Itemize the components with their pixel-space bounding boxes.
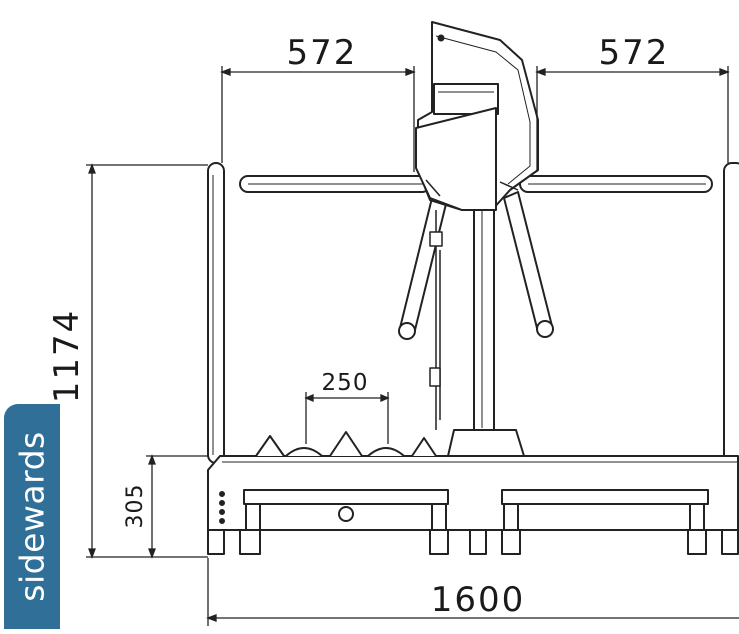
feet [207, 529, 739, 555]
dim-base-height [146, 454, 208, 559]
left-post [207, 162, 225, 464]
dim-label-overall-width: 1600 [431, 580, 526, 620]
dim-left-arm [220, 66, 416, 172]
center-column [473, 199, 495, 433]
indicator-dots [219, 491, 225, 524]
dim-overall-width [206, 558, 739, 626]
side-label-wrapper: sidewards [4, 404, 60, 629]
dim-label-right-arm: 572 [599, 33, 670, 73]
side-label-tab [4, 404, 60, 629]
side-label: sidewards [12, 431, 52, 602]
dim-label-base-height: 305 [123, 484, 148, 529]
right-rail-arm [519, 175, 713, 193]
turnstile-head [415, 21, 539, 211]
column-foot [447, 429, 525, 457]
dim-spike-spacing [304, 392, 390, 444]
left-rail-arm [239, 175, 431, 193]
spike-row [255, 431, 437, 457]
right-post [723, 162, 739, 464]
dim-overall-height [86, 163, 208, 559]
dim-label-left-arm: 572 [287, 33, 358, 73]
tripod-arm-right [503, 191, 554, 338]
tripod-arm-left [398, 197, 447, 340]
dim-right-arm [535, 66, 730, 172]
dim-label-overall-height: 1174 [47, 309, 87, 404]
dim-label-spike-spacing: 250 [322, 370, 369, 396]
